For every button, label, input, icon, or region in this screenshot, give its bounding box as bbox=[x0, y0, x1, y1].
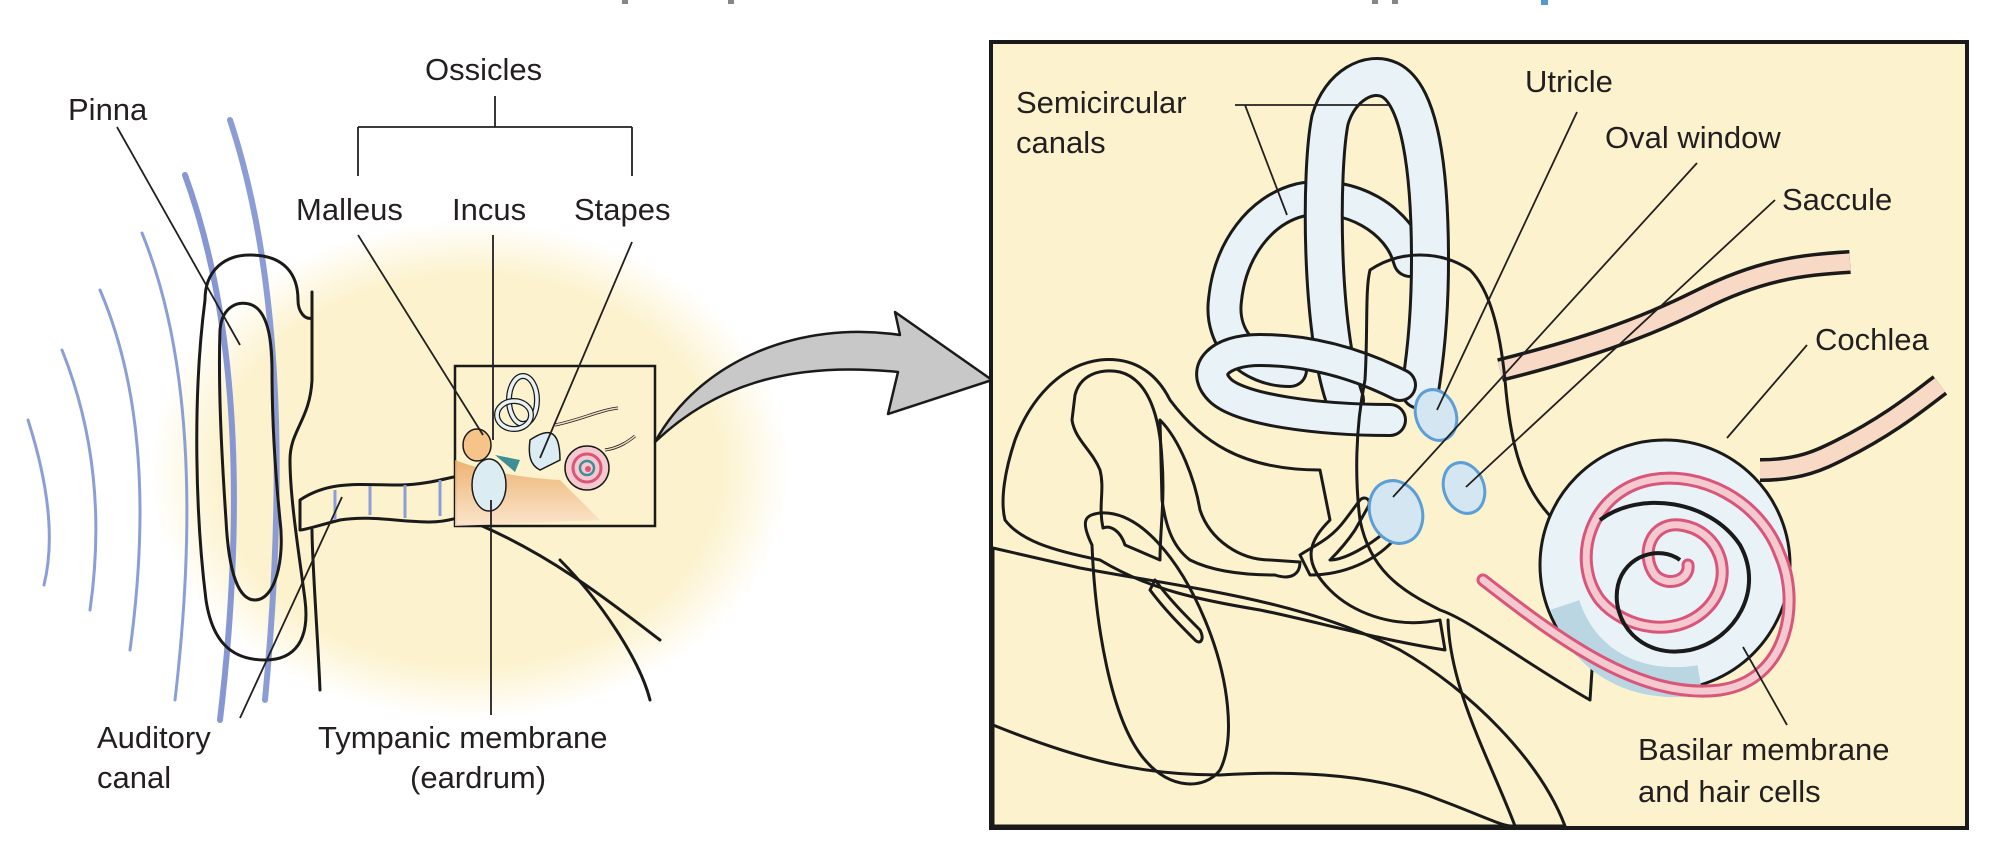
label-semicircular-2: canals bbox=[1016, 125, 1106, 160]
canal-hair-lines bbox=[333, 480, 442, 520]
sound-waves bbox=[26, 117, 280, 723]
stapes-bone bbox=[1298, 496, 1396, 577]
label-basilar-1: Basilar membrane bbox=[1638, 732, 1890, 767]
label-incus: Incus bbox=[452, 192, 526, 227]
inner-ear-panel bbox=[989, 40, 1969, 830]
cochlea bbox=[1476, 438, 1796, 698]
label-auditory-canal-2: canal bbox=[97, 760, 171, 795]
lower-cavity-edge bbox=[991, 723, 1512, 828]
pinna-shape bbox=[195, 253, 314, 662]
label-cochlea: Cochlea bbox=[1815, 322, 1929, 357]
label-tympanic-1: Tympanic membrane bbox=[318, 720, 607, 755]
label-stapes: Stapes bbox=[574, 192, 671, 227]
zoom-arrow bbox=[653, 310, 994, 444]
label-semicircular-1: Semicircular bbox=[1016, 85, 1187, 120]
ossicles-bracket bbox=[357, 96, 633, 176]
label-utricle: Utricle bbox=[1525, 64, 1613, 99]
outer-ear-labels: Pinna Ossicles Malleus Incus Stapes Audi… bbox=[68, 52, 671, 795]
vestibulocochlear-nerves bbox=[1497, 250, 1948, 482]
malleus-bone bbox=[1070, 369, 1165, 562]
middle-ear-cavity bbox=[991, 546, 1567, 828]
cropped-caption-remnant bbox=[622, 0, 1548, 5]
label-malleus: Malleus bbox=[296, 192, 403, 227]
inner-ear-labels: Semicircular canals Utricle Oval window … bbox=[1016, 64, 1929, 809]
label-pinna: Pinna bbox=[68, 92, 148, 127]
concha bbox=[217, 301, 283, 602]
label-tympanic-2: (eardrum) bbox=[410, 760, 546, 795]
incus-bone bbox=[1158, 418, 1302, 579]
oval-window-oval bbox=[1367, 479, 1425, 545]
label-auditory-canal-1: Auditory bbox=[97, 720, 211, 755]
label-basilar-2: and hair cells bbox=[1638, 774, 1821, 809]
label-saccule: Saccule bbox=[1782, 182, 1892, 217]
label-oval-window: Oval window bbox=[1605, 120, 1781, 155]
tympanic-membrane bbox=[1083, 511, 1230, 786]
inner-ear-panel-frame bbox=[989, 40, 1969, 830]
saccule-oval bbox=[1441, 461, 1487, 515]
label-ossicles: Ossicles bbox=[425, 52, 542, 87]
semicircular-canals bbox=[1195, 57, 1451, 437]
tympanic-cavity-orange bbox=[1001, 358, 1447, 652]
membrane-windows bbox=[1367, 388, 1487, 545]
